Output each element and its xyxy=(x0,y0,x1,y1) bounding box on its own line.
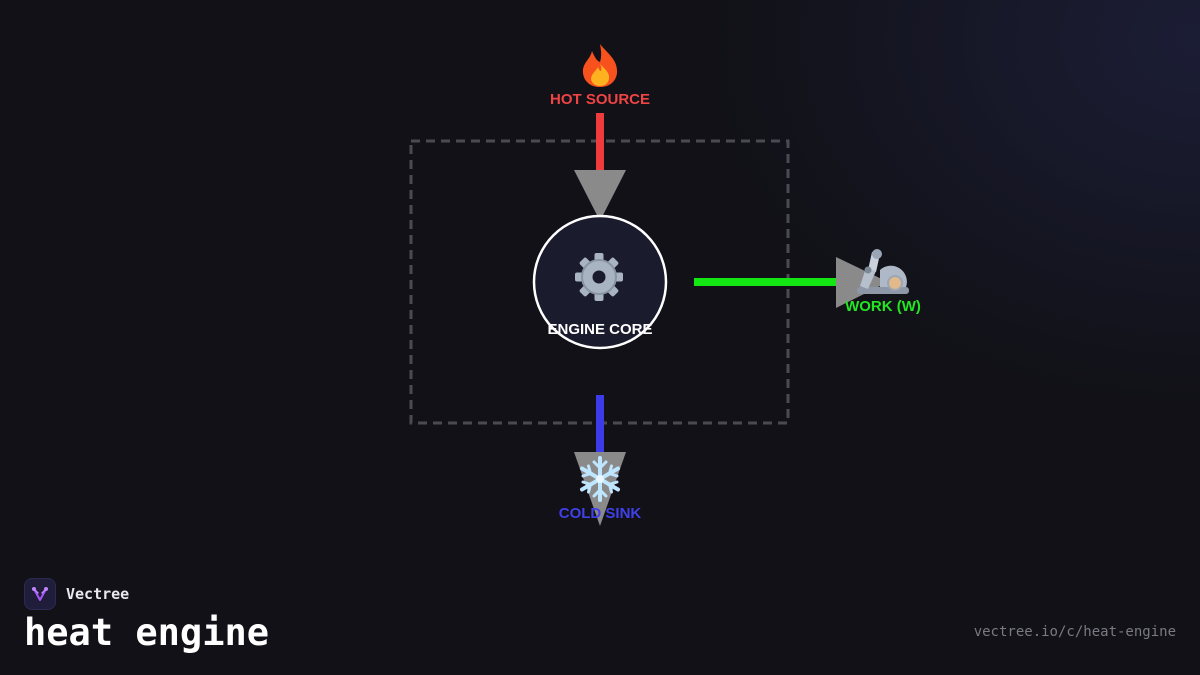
page-title: heat engine xyxy=(24,611,270,654)
heat-in-arrowhead xyxy=(574,170,626,221)
page-url[interactable]: vectree.io/c/heat-engine xyxy=(973,624,1176,640)
fire-icon xyxy=(582,44,618,87)
brand: Vectree xyxy=(24,577,129,611)
snowflake-icon xyxy=(580,456,620,502)
hot-source-label: HOT SOURCE xyxy=(550,91,650,108)
cold-sink-label: COLD SINK xyxy=(559,505,642,522)
brand-name: Vectree xyxy=(66,585,130,603)
engine-core-label: ENGINE CORE xyxy=(547,321,652,338)
robotic-arm-icon xyxy=(857,249,909,294)
work-label: WORK (W) xyxy=(845,298,921,315)
gear-icon xyxy=(575,253,623,301)
vectree-logo-icon xyxy=(24,578,56,610)
